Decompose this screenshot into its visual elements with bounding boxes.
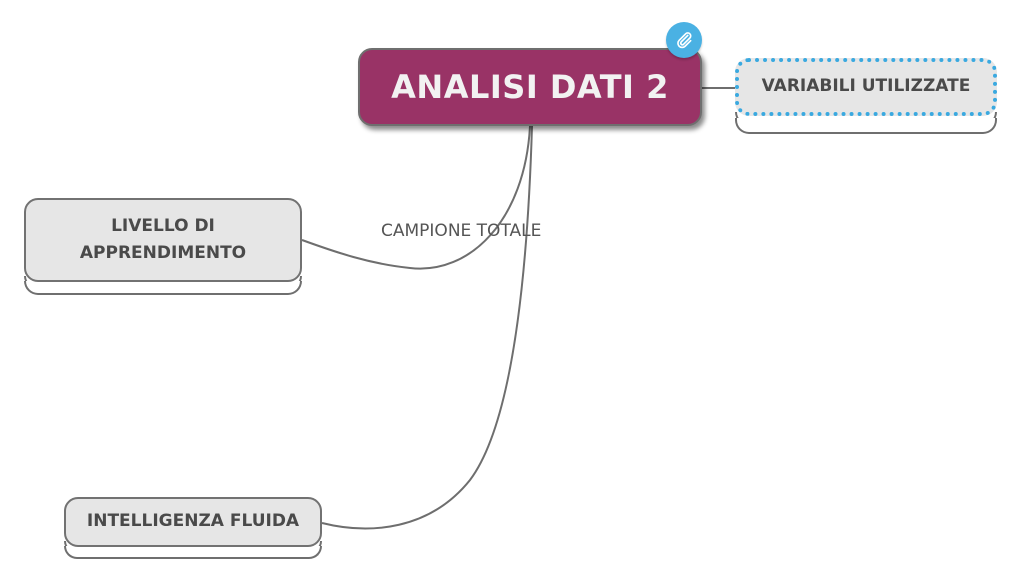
node-livello-apprendimento[interactable]: LIVELLO DI APPRENDIMENTO bbox=[24, 198, 302, 282]
node-livello-label-line1: LIVELLO DI bbox=[111, 215, 215, 236]
node-livello-label-line2: APPRENDIMENTO bbox=[79, 243, 247, 263]
node-variabili-label: VARIABILI UTILIZZATE bbox=[761, 76, 971, 97]
node-variabili-utilizzate[interactable]: VARIABILI UTILIZZATE bbox=[735, 58, 997, 116]
node-stack-shadow bbox=[735, 118, 997, 134]
root-node[interactable]: ANALISI DATI 2 bbox=[358, 48, 702, 126]
node-stack-shadow bbox=[64, 546, 322, 559]
root-node-label: ANALISI DATI 2 bbox=[391, 68, 669, 106]
connector-root-to-livello bbox=[301, 125, 531, 270]
node-intelligenza-label: INTELLIGENZA FLUIDA bbox=[86, 511, 300, 532]
edge-label-campione-totale[interactable]: CAMPIONE TOTALE bbox=[381, 221, 542, 241]
node-stack-shadow bbox=[24, 281, 302, 295]
attachment-badge[interactable] bbox=[666, 22, 702, 58]
node-intelligenza-fluida[interactable]: INTELLIGENZA FLUIDA bbox=[64, 497, 322, 547]
paperclip-icon bbox=[677, 32, 692, 49]
connector-root-to-intelligenza bbox=[321, 125, 533, 530]
